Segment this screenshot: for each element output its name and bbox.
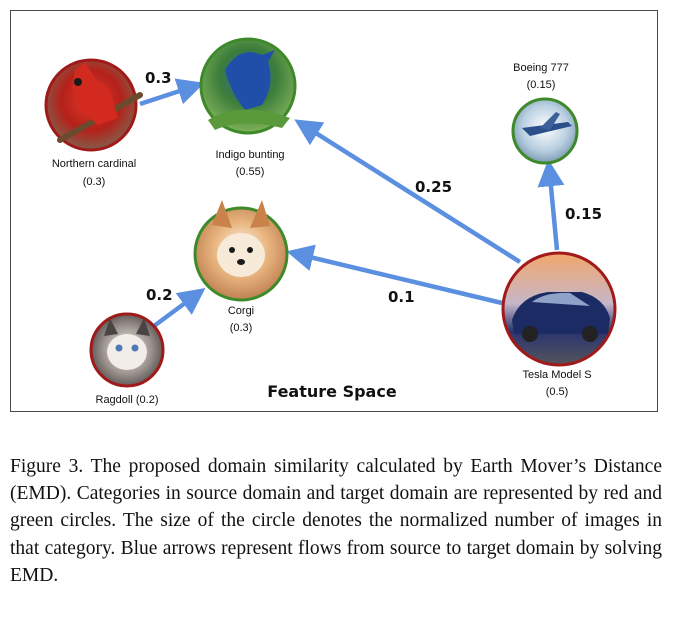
cardinal-bird-shape	[72, 62, 118, 125]
node-value-indigo-bunting: (0.55)	[236, 166, 265, 178]
feature-space-title: Feature Space	[267, 382, 397, 401]
car-window-shape	[532, 292, 590, 306]
node-ragdoll	[89, 312, 165, 388]
figure-caption: Figure 3. The proposed domain similarity…	[10, 456, 662, 586]
node-value-northern-cardinal: (0.3)	[83, 176, 106, 188]
flow-arrow-tesla-corgi	[286, 244, 503, 306]
node-boeing-777	[511, 97, 579, 165]
flow-arrow-cardinal-bunting	[139, 78, 205, 107]
node-value-boeing-777: (0.15)	[527, 79, 556, 91]
flow-arrows	[139, 78, 565, 328]
flow-label-tesla-bunting: 0.25	[415, 178, 452, 196]
flow-arrow-tesla-boeing	[537, 159, 565, 251]
flow-arrow-tesla-bunting	[294, 119, 522, 264]
node-value-tesla-model-s: (0.5)	[546, 386, 569, 398]
node-label-boeing-777: Boeing 777	[513, 62, 569, 74]
emd-diagram: 0.3 0.25 0.15 0.1 0.2 Northern cardinal …	[44, 37, 617, 406]
node-tesla-model-s	[501, 251, 617, 367]
flow-label-tesla-corgi: 0.1	[388, 288, 415, 306]
node-indigo-bunting	[199, 37, 297, 135]
node-corgi	[193, 200, 289, 302]
flow-label-tesla-boeing: 0.15	[565, 205, 602, 223]
node-value-corgi: (0.3)	[230, 322, 253, 334]
node-label-ragdoll: Ragdoll (0.2)	[96, 394, 159, 406]
corgi-ears-shape	[212, 200, 270, 228]
node-northern-cardinal	[44, 58, 143, 152]
bunting-foliage-shape	[208, 109, 290, 130]
car-body-shape	[512, 292, 610, 334]
node-label-northern-cardinal: Northern cardinal	[52, 158, 136, 170]
bunting-bird-shape	[225, 50, 275, 110]
node-label-indigo-bunting: Indigo bunting	[215, 149, 284, 161]
flow-label-ragdoll-corgi: 0.2	[146, 286, 173, 304]
node-label-corgi: Corgi	[228, 305, 254, 317]
flow-arrow-ragdoll-corgi	[152, 287, 206, 328]
node-label-tesla-model-s: Tesla Model S	[522, 369, 591, 381]
flow-label-cardinal-bunting: 0.3	[145, 69, 172, 87]
ragdoll-ears-shape	[104, 318, 150, 336]
plane-wing-shape	[540, 112, 560, 130]
